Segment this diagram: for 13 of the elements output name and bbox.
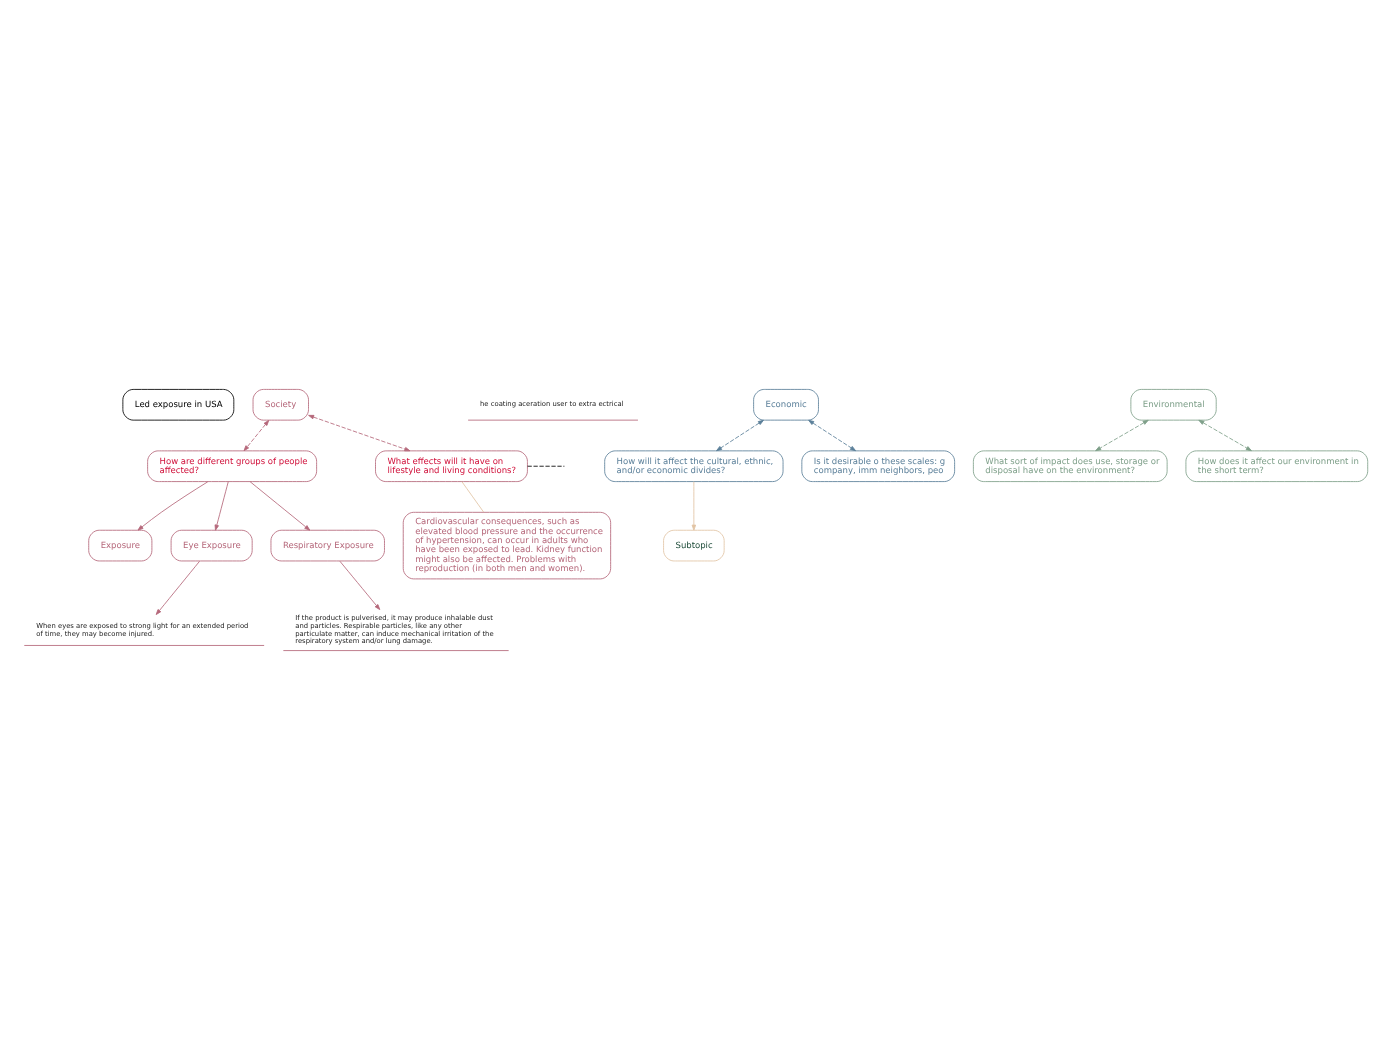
arrow <box>691 481 697 531</box>
arrow <box>716 419 764 452</box>
arrow <box>808 419 856 452</box>
arrow <box>249 481 311 531</box>
arrow <box>1198 419 1252 452</box>
arrow <box>308 414 411 452</box>
connector <box>461 481 485 513</box>
arrow <box>339 560 381 610</box>
arrow <box>243 419 270 452</box>
arrow <box>1095 419 1149 452</box>
arrow <box>214 481 229 531</box>
arrow <box>155 560 200 615</box>
arrow <box>137 481 209 531</box>
